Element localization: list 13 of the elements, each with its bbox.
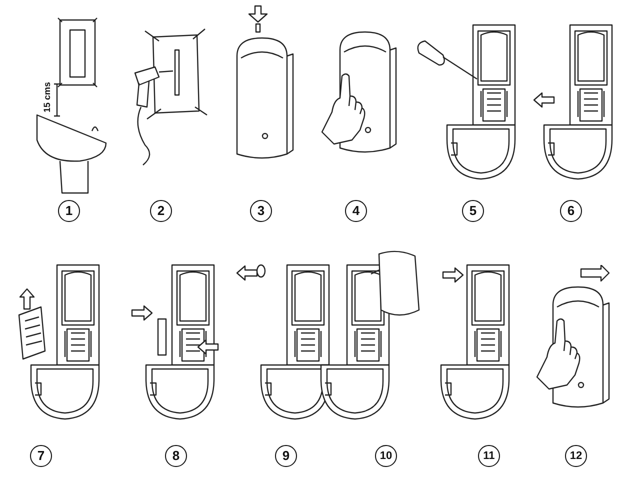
step-number: 10 bbox=[375, 445, 397, 467]
step-number: 7 bbox=[30, 445, 52, 467]
step-number: 11 bbox=[478, 445, 500, 467]
step-number: 12 bbox=[565, 445, 587, 467]
step-number: 8 bbox=[165, 445, 187, 467]
step-number: 1 bbox=[58, 200, 80, 222]
step-number: 9 bbox=[275, 445, 297, 467]
step-number: 3 bbox=[250, 200, 272, 222]
step-number: 6 bbox=[560, 200, 582, 222]
dimension-label: 15 cms bbox=[42, 82, 52, 113]
step-number: 4 bbox=[345, 200, 367, 222]
step-number: 2 bbox=[150, 200, 172, 222]
step-number: 5 bbox=[462, 200, 484, 222]
